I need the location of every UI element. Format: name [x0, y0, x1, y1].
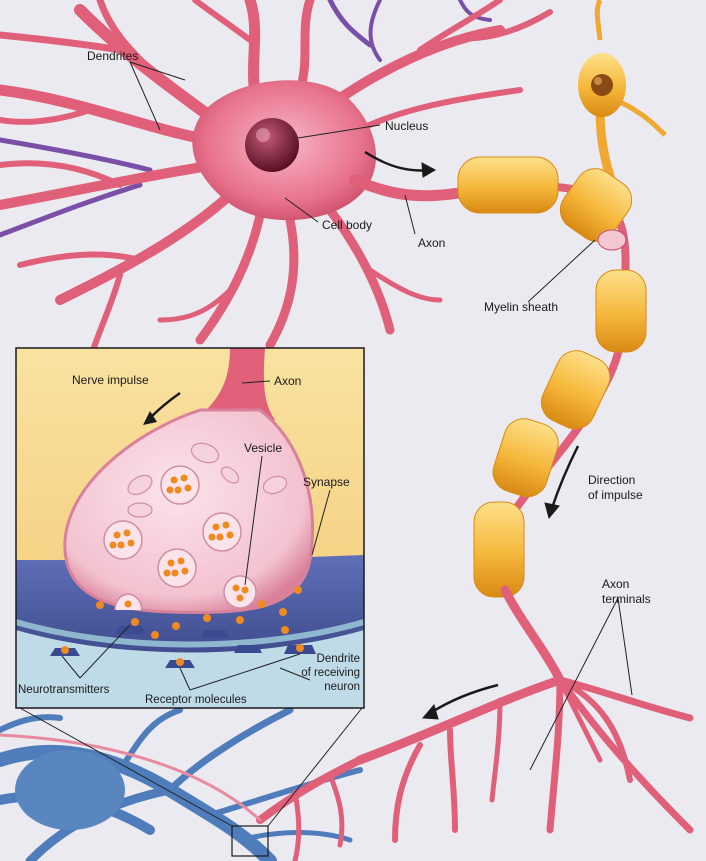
leader-neurotransmitters: [79, 624, 131, 679]
label-nucleus: Nucleus: [385, 119, 428, 133]
mitochondria: [127, 442, 288, 518]
axon-hillock: [349, 174, 471, 202]
arrow-direction-of-impulse: [550, 445, 580, 509]
label-dendrite-receiving-3: neuron: [324, 681, 360, 693]
label-vesicle: Vesicle: [244, 441, 282, 455]
receptor: [50, 646, 80, 656]
leader-receiving-dendrite: [279, 667, 311, 681]
receptor: [201, 630, 229, 638]
inset-axon: [195, 348, 275, 420]
label-axon-terminals-1: Axon: [602, 577, 629, 591]
label-cell-body: Cell body: [322, 218, 372, 232]
receptor: [165, 658, 195, 668]
inset-border: [15, 347, 365, 709]
label-inset-axon: Axon: [274, 374, 301, 388]
myelin-segment: [473, 501, 525, 598]
leader-synapse: [311, 489, 331, 556]
label-myelin-sheath: Myelin sheath: [484, 300, 558, 314]
vesicles: [103, 465, 257, 611]
axon-terminal-knob: [63, 408, 314, 614]
nucleus: [245, 118, 299, 172]
neurotransmitters: [96, 586, 302, 639]
arrow-head-icon: [421, 703, 439, 720]
leader-receptors: [179, 667, 191, 691]
dendrite-branches: [0, 0, 553, 363]
vesicle: [157, 548, 197, 588]
label-direction-1: Direction: [588, 473, 635, 487]
receptor: [234, 645, 262, 653]
zoom-indicator-box: [231, 825, 269, 857]
postsynaptic-interior: [16, 630, 364, 708]
main-leaders: [129, 61, 633, 771]
zoom-connector-line: [267, 707, 363, 827]
label-dendrite-receiving-2: of receiving: [301, 667, 360, 679]
label-direction-2: of impulse: [588, 488, 643, 502]
axon-terminals: [0, 585, 694, 861]
leader-vesicle: [244, 455, 263, 586]
leader-receptors: [189, 653, 301, 691]
receiving-neuron-body: [15, 750, 125, 830]
impulse-arrows: [364, 150, 580, 720]
node-of-ranvier: [597, 229, 627, 251]
label-dendrite-receiving-1: Dendrite: [317, 653, 360, 665]
myelin-segment: [492, 418, 559, 498]
label-receptor-molecules: Receptor molecules: [145, 694, 247, 706]
myelin-segment: [595, 269, 647, 353]
arrow-head-icon: [544, 502, 560, 520]
vesicle: [160, 465, 200, 505]
receptor: [284, 644, 316, 654]
myelin-segment: [540, 350, 611, 430]
vesicle-fusing: [114, 593, 143, 611]
postsynaptic-membrane: [16, 619, 364, 648]
myelin-segment: [559, 168, 633, 242]
receptor: [116, 626, 146, 634]
nucleus-highlight: [256, 128, 270, 142]
myelin-sheath: [457, 156, 647, 598]
label-synapse: Synapse: [303, 475, 350, 489]
vesicle-fusing: [223, 575, 257, 609]
synapse-inset: Nerve impulse Axon Vesicle Synapse Neuro…: [15, 347, 365, 709]
leader-neurotransmitters: [61, 655, 81, 679]
arrow-terminal: [431, 683, 499, 714]
vesicle: [202, 512, 242, 552]
zoom-connector-line: [19, 707, 233, 827]
myelinating-cell: [578, 0, 667, 192]
label-neurotransmitters: Neurotransmitters: [18, 684, 110, 696]
label-nerve-impulse: Nerve impulse: [72, 373, 149, 387]
label-dendrites: Dendrites: [87, 49, 138, 63]
label-axon: Axon: [418, 236, 445, 250]
purple-dendrites: [0, 0, 492, 238]
label-axon-terminals-2: terminals: [602, 592, 651, 606]
arrow-head-icon: [143, 411, 157, 425]
leader-inset-axon: [241, 380, 271, 384]
receptor-molecules: [50, 626, 316, 668]
arrow-head-icon: [421, 162, 437, 178]
vesicle: [103, 520, 143, 560]
myelin-segment: [457, 156, 559, 214]
